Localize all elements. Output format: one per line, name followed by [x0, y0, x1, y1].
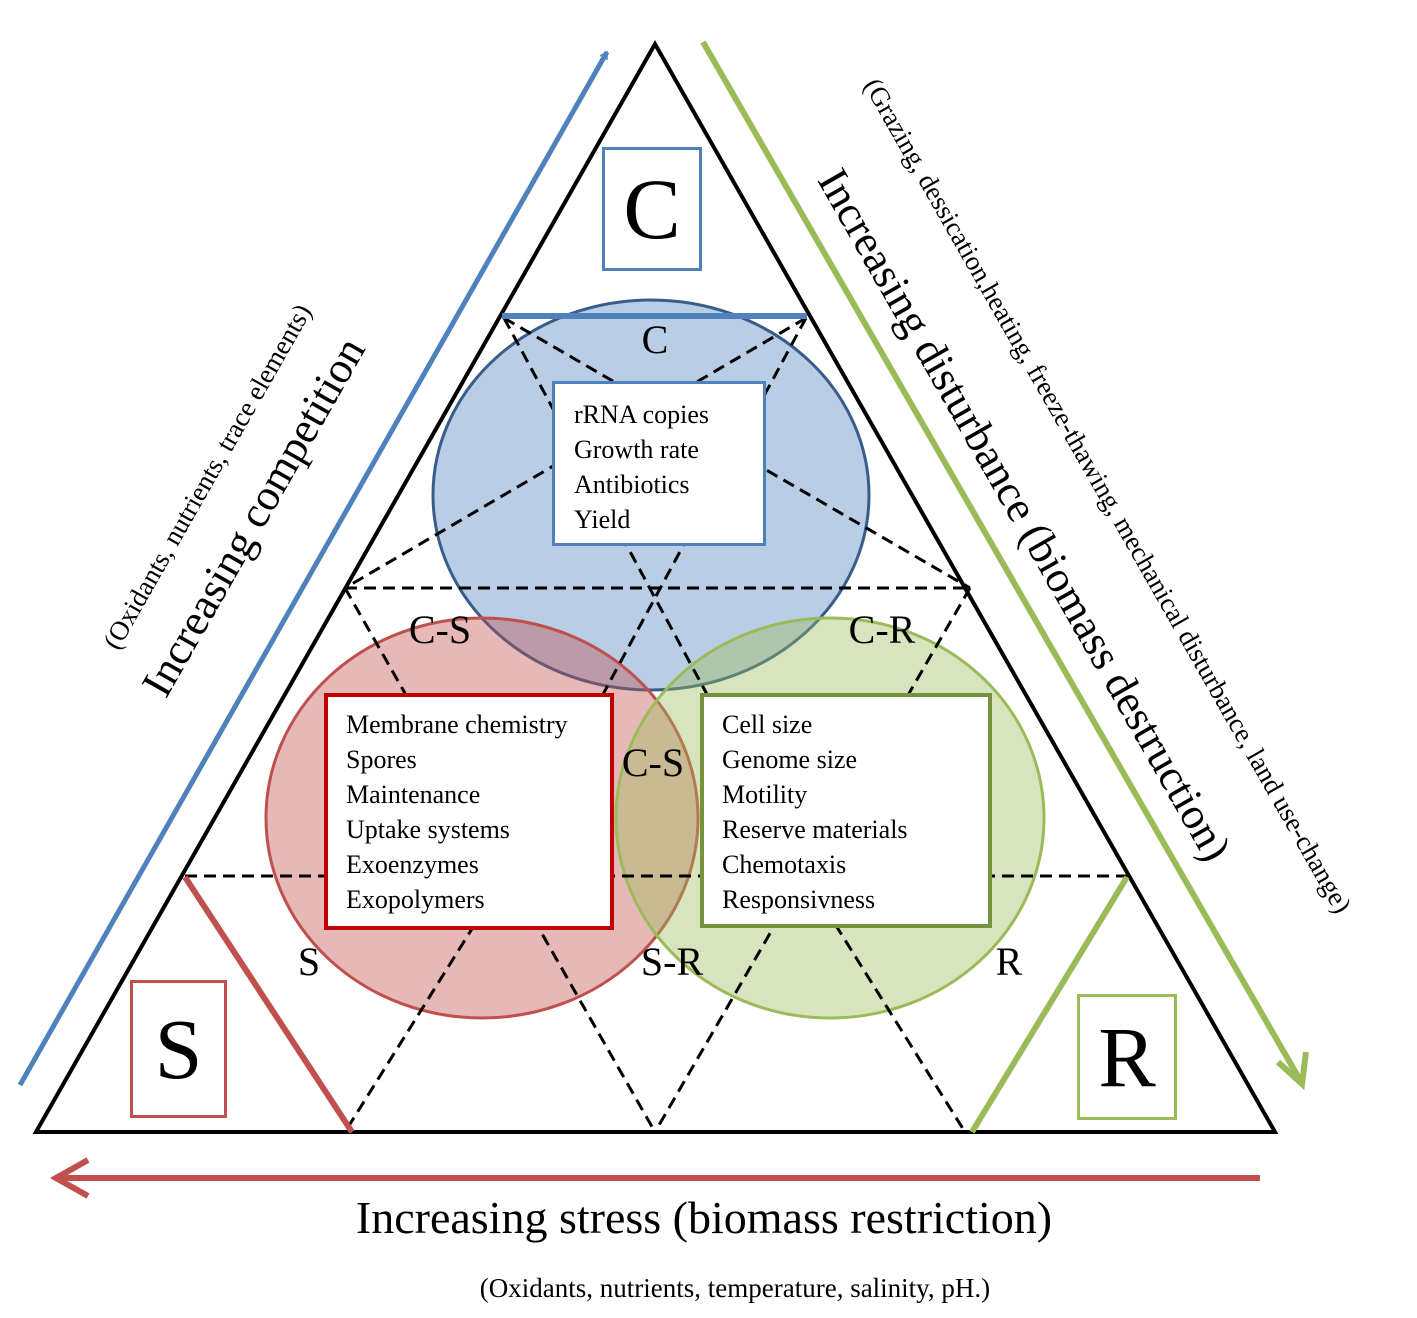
trait-item: Motility — [722, 780, 808, 809]
region-label-c: C — [642, 317, 669, 362]
trait-item: Membrane chemistry — [346, 710, 568, 739]
region-label-cr: C-R — [849, 607, 916, 652]
trait-item: Uptake systems — [346, 815, 510, 844]
trait-item: Chemotaxis — [722, 850, 847, 879]
disturbance-arrow — [700, 40, 1309, 1091]
r-boundary-line — [969, 875, 1130, 1134]
region-label-sr: S-R — [641, 939, 704, 984]
region-label-s: S — [298, 939, 320, 984]
s-boundary-line — [182, 875, 355, 1134]
csr-triangle — [32, 39, 1279, 1134]
stress-arrow — [49, 1157, 1260, 1199]
corner-box-s: S — [130, 980, 227, 1118]
region-label-cs: C-S — [409, 607, 471, 652]
competition-arrow — [17, 50, 610, 1087]
trait-item: Yield — [574, 505, 631, 534]
trait-item: Reserve materials — [722, 815, 908, 844]
stress-subtitle: (Oxidants, nutrients, temperature, salin… — [480, 1273, 990, 1303]
corner-letter-c: C — [623, 161, 681, 257]
trait-item: Genome size — [722, 745, 858, 774]
corner-box-c: C — [602, 147, 702, 271]
trait-item: Exopolymers — [346, 885, 485, 914]
trait-item: rRNA copies — [574, 400, 710, 429]
corner-letter-r: R — [1098, 1009, 1156, 1105]
trait-box-c: rRNA copies Growth rate Antibiotics Yiel… — [552, 381, 766, 546]
trait-list-r: Cell size Genome size Motility Reserve m… — [722, 707, 988, 917]
trait-item: Growth rate — [574, 435, 699, 464]
trait-box-r: Cell size Genome size Motility Reserve m… — [700, 693, 992, 928]
stress-title: Increasing stress (biomass restriction) — [356, 1192, 1052, 1243]
trait-item: Maintenance — [346, 780, 481, 809]
trait-item: Exoenzymes — [346, 850, 479, 879]
trait-list-s: Membrane chemistry Spores Maintenance Up… — [346, 707, 610, 917]
region-label-r: R — [996, 939, 1023, 984]
trait-item: Antibiotics — [574, 470, 690, 499]
corner-letter-s: S — [154, 1001, 203, 1097]
trait-list-c: rRNA copies Growth rate Antibiotics Yiel… — [574, 397, 763, 537]
trait-box-s: Membrane chemistry Spores Maintenance Up… — [324, 693, 614, 930]
trait-item: Responsivness — [722, 885, 876, 914]
region-label-cs-center: C-S — [622, 740, 684, 785]
trait-item: Cell size — [722, 710, 813, 739]
trait-item: Spores — [346, 745, 417, 774]
corner-box-r: R — [1077, 994, 1177, 1120]
